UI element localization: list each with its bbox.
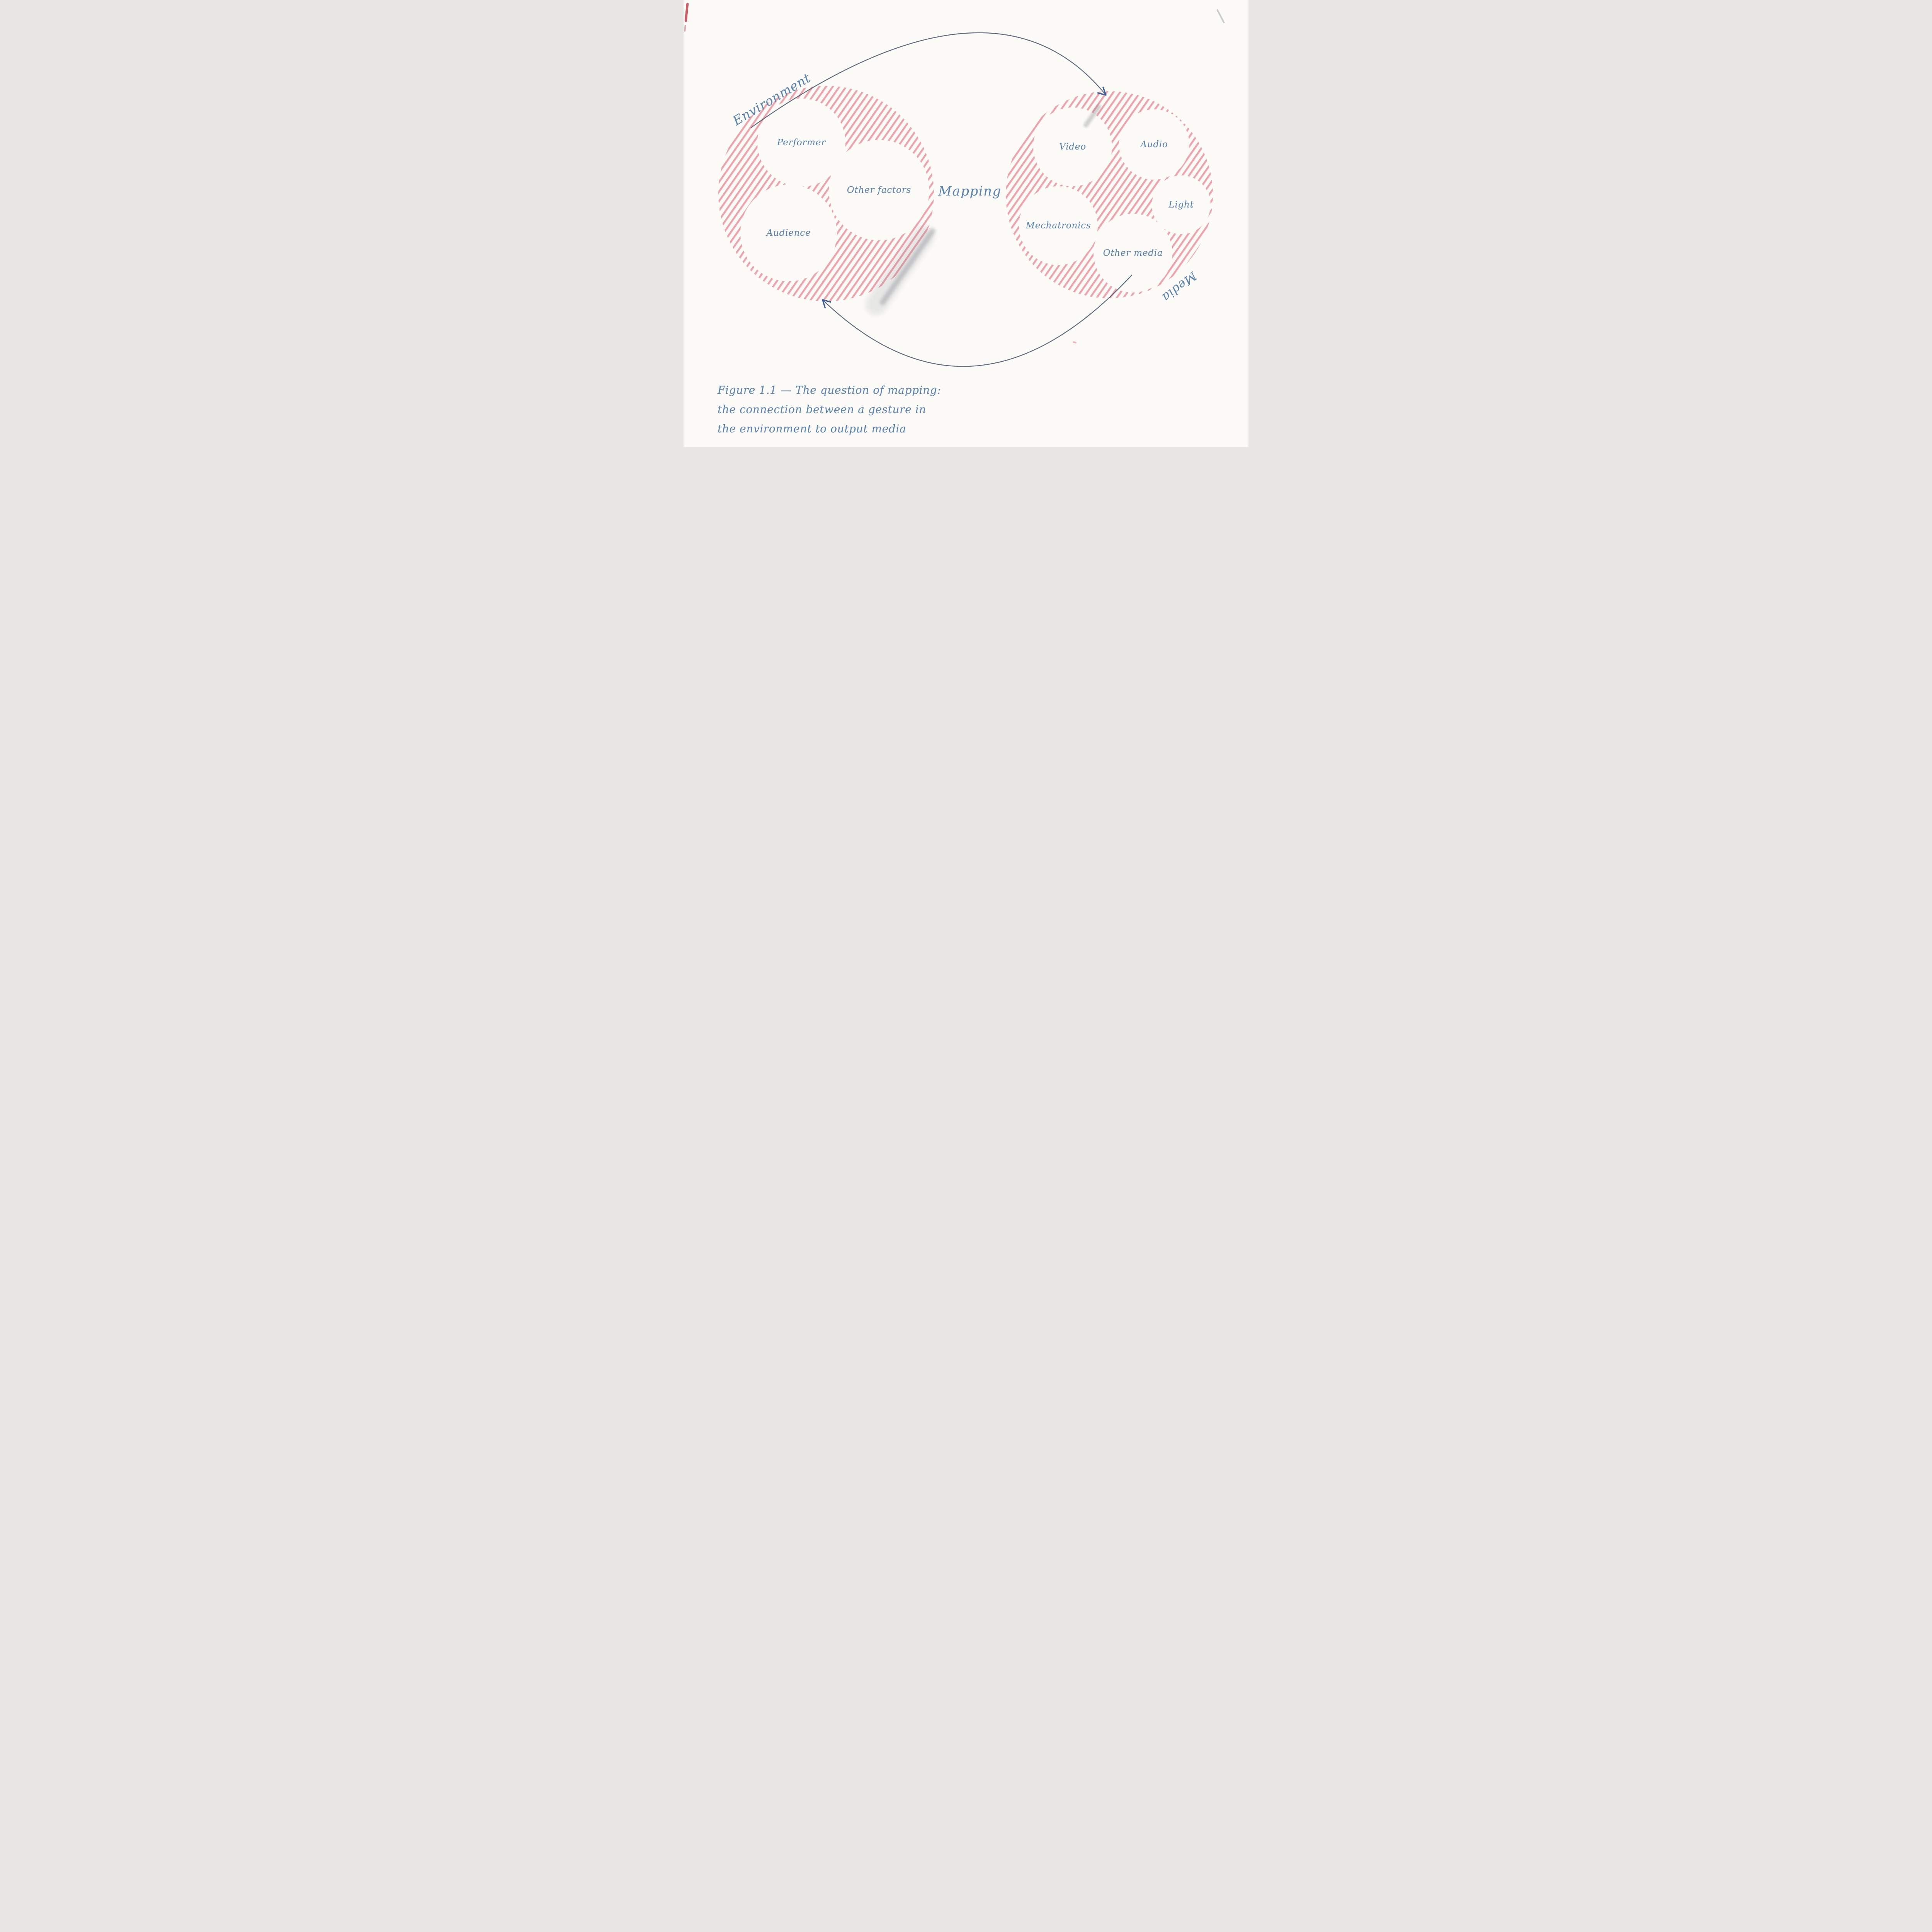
scan-edge-mark [684,24,686,32]
performer-label: Performer [777,138,826,148]
caption-line-2: the connection between a gesture in [718,403,926,416]
other-media-circle: Other media [1094,214,1172,293]
figure-page: Performer Other factors Audience Video A… [684,0,1248,447]
other-factors-label: Other factors [847,185,912,195]
scan-speck [1072,341,1077,344]
scan-edge-mark [684,2,689,22]
video-circle: Video [1033,107,1112,186]
audio-circle: Audio [1119,109,1189,180]
caption-line-1: Figure 1.1 — The question of mapping: [718,384,941,396]
mechatronics-circle: Mechatronics [1019,186,1098,265]
mechatronics-label: Mechatronics [1026,221,1091,231]
audience-circle: Audience [740,185,837,281]
audio-label: Audio [1140,139,1168,150]
video-label: Video [1059,142,1086,152]
scan-edge-mark [1216,9,1225,24]
figure-caption: Figure 1.1 — The question of mapping: th… [718,381,941,439]
mapping-label: Mapping [938,184,1002,199]
other-media-label: Other media [1103,248,1163,258]
light-circle: Light [1152,175,1211,234]
audience-label: Audience [766,228,811,238]
light-label: Light [1168,200,1194,210]
other-factors-circle: Other factors [829,140,929,240]
caption-line-3: the environment to output media [718,422,906,435]
